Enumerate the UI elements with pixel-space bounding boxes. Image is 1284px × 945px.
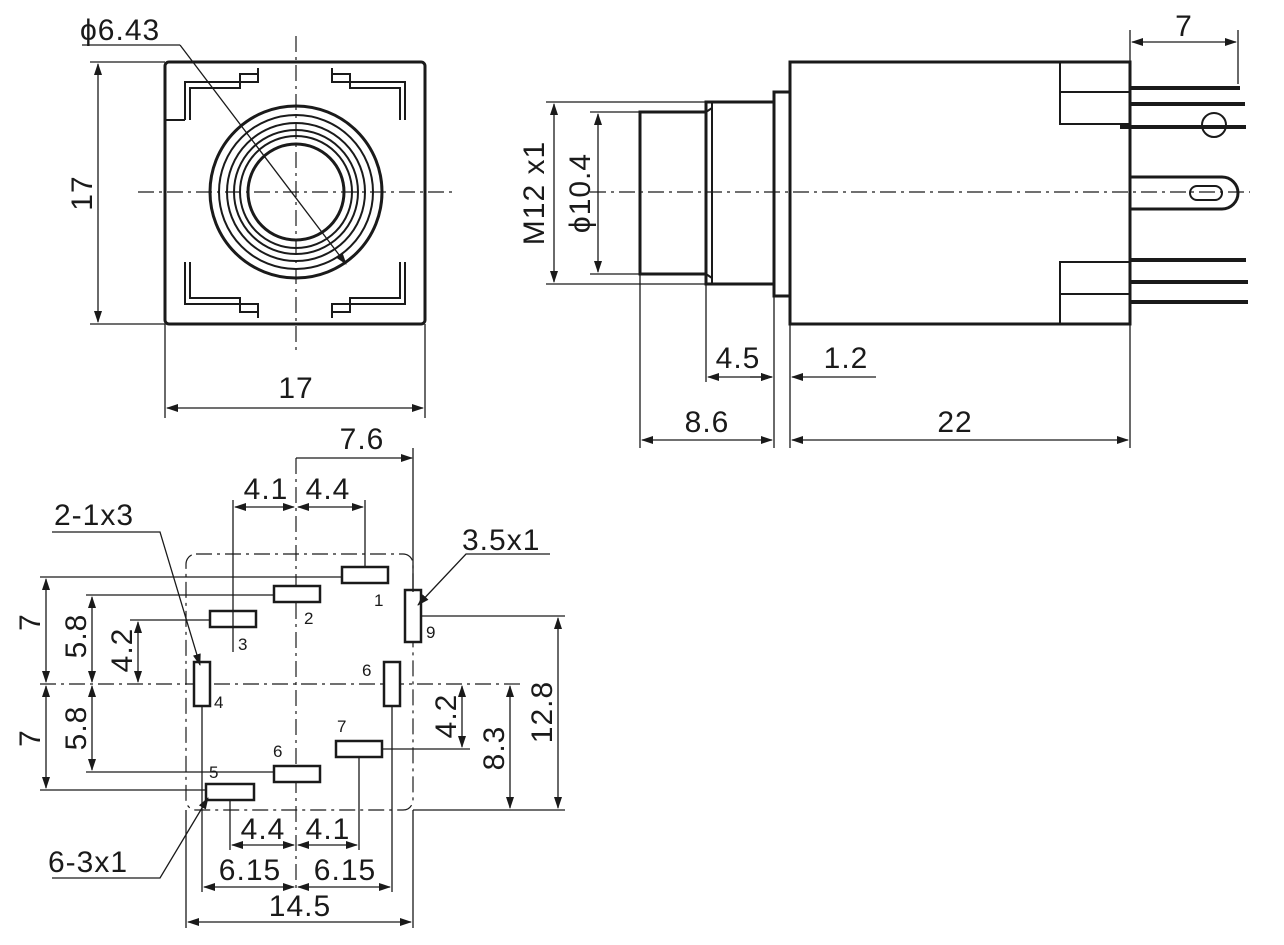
pin-number: 2 xyxy=(304,609,313,628)
pin-number: 5 xyxy=(209,763,218,782)
dim-4-2-right-label: 4.2 xyxy=(430,694,463,739)
dim-7-6-label: 7.6 xyxy=(340,423,385,456)
dim-7-upper-label: 7 xyxy=(14,613,47,631)
front-diameter-label: ϕ6.43 xyxy=(80,14,160,47)
pad-9-note: 3.5x1 xyxy=(462,524,540,557)
bore-label: ϕ10.4 xyxy=(564,153,597,233)
pin-number: 6 xyxy=(273,742,282,761)
dim-4-1-bottom-label: 4.1 xyxy=(306,813,351,846)
dim-4-2-left-label: 4.2 xyxy=(106,628,139,673)
pads-2-note: 2-1x3 xyxy=(54,499,134,532)
dim-4-1-top-label: 4.1 xyxy=(244,473,289,506)
dim-7-lower-label: 7 xyxy=(14,729,47,747)
dim-4-4-bottom-label: 4.4 xyxy=(241,813,286,846)
dim-5-8-upper-label: 5.8 xyxy=(60,614,93,659)
front-width-label: 17 xyxy=(278,372,313,405)
footprint-view xyxy=(40,448,565,928)
pin-number: 7 xyxy=(337,717,346,736)
pin-pitch-label: 7 xyxy=(1175,10,1193,43)
dim-6-15-right-label: 6.15 xyxy=(314,854,376,887)
dim-6-15-left-label: 6.15 xyxy=(219,854,281,887)
pin-number: 1 xyxy=(374,591,383,610)
dim-4-5-label: 4.5 xyxy=(716,342,761,375)
dim-22-label: 22 xyxy=(937,406,972,439)
dim-8-3-label: 8.3 xyxy=(478,726,511,771)
pin-number: 4 xyxy=(214,693,223,712)
side-view xyxy=(546,30,1250,448)
pin-number: 3 xyxy=(238,635,247,654)
dim-4-4-top-label: 4.4 xyxy=(306,473,351,506)
dim-12-8-label: 12.8 xyxy=(526,681,559,743)
dim-5-8-lower-label: 5.8 xyxy=(60,706,93,751)
dim-8-6-label: 8.6 xyxy=(685,406,730,439)
front-height-label: 17 xyxy=(66,175,99,210)
pin-number: 9 xyxy=(426,623,435,642)
pads-6-note: 6-3x1 xyxy=(48,846,128,879)
pin-number: 6 xyxy=(362,661,371,680)
front-view xyxy=(82,36,455,418)
dim-14-5-label: 14.5 xyxy=(269,890,331,923)
thread-label: M12 x1 xyxy=(518,141,551,245)
dim-1-2-label: 1.2 xyxy=(824,342,869,375)
